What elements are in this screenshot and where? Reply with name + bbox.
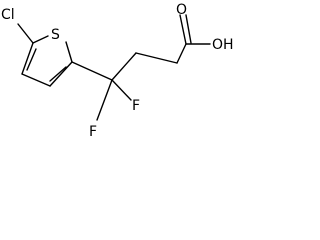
atom-label-f-right: F (132, 98, 140, 114)
atom-labels: Cl S O OH F F (1, 2, 234, 140)
bond-c3-c4 (21, 73, 51, 87)
chemical-structure-diagram: Cl S O OH F F (1, 2, 234, 140)
bond-s-c2 (65, 41, 73, 63)
bond-cf2-f2 (111, 79, 132, 101)
bond-cl-c5 (17, 23, 34, 44)
bond-c2-c3 (49, 61, 73, 87)
atom-label-s: S (51, 27, 60, 43)
atom-label-f-left: F (89, 124, 97, 140)
bond-c4-c5 (21, 42, 34, 75)
bond-c-o-double-1 (179, 14, 187, 45)
bond-c5-s (32, 35, 49, 44)
atom-label-oh: OH (212, 37, 234, 53)
bonds (17, 14, 211, 121)
bond-cf2-f1 (96, 79, 113, 121)
bond-c2-cf2 (71, 61, 113, 81)
structure-canvas: Cl S O OH F F (0, 0, 246, 155)
bond-ch2a-ch2b (135, 52, 178, 64)
bond-c-o-double-2 (185, 14, 192, 44)
atom-label-o: O (176, 2, 187, 18)
atom-label-cl: Cl (1, 7, 15, 23)
bond-ch2b-cooh (176, 43, 187, 64)
bond-cf2-ch2a (111, 52, 137, 81)
bond-c2-c3-double (49, 66, 67, 82)
bond-c4-c5-double (26, 48, 37, 71)
